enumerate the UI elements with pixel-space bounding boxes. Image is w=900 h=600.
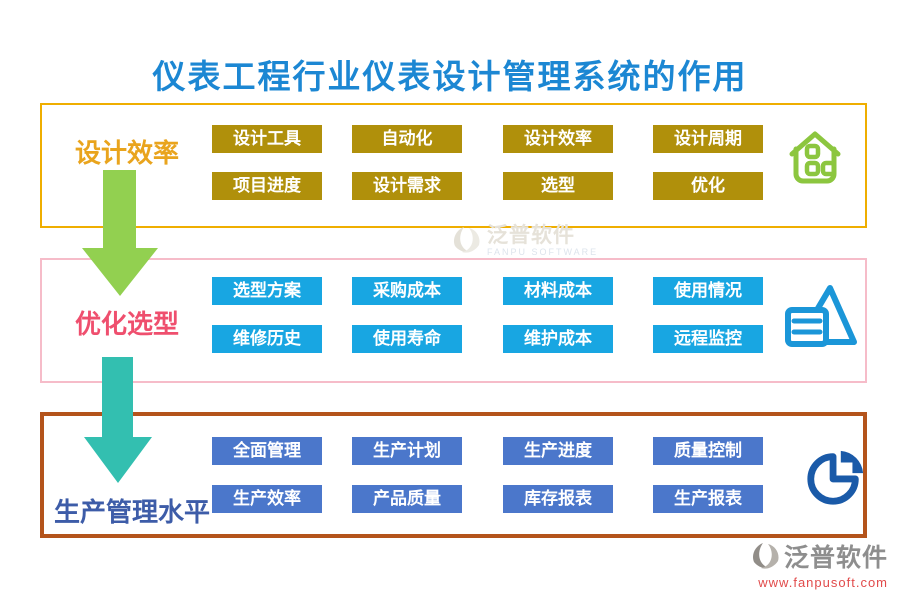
footer-url: www.fanpusoft.com (758, 575, 888, 590)
home-icon (789, 131, 841, 184)
tag-button: 远程监控 (653, 325, 763, 353)
section-design-efficiency: 设计效率 设计工具 自动化 设计效率 设计周期 项目进度 设计需求 选型 优化 (40, 103, 867, 228)
tag-button: 优化 (653, 172, 763, 200)
watermark-name: 泛普软件 (487, 224, 575, 247)
footer-logo: 泛普软件 www.fanpusoft.com (751, 538, 888, 590)
tag-button: 质量控制 (653, 437, 763, 465)
tag-button: 材料成本 (503, 277, 613, 305)
tag-button: 设计效率 (503, 125, 613, 153)
section-label: 优化选型 (75, 309, 180, 339)
section-label: 生产管理水平 (54, 497, 211, 527)
tag-button: 设计需求 (352, 172, 462, 200)
tag-button: 全面管理 (212, 437, 322, 465)
watermark-subtitle: FANPU SOFTWARE (487, 247, 599, 257)
tag-button: 维护成本 (503, 325, 613, 353)
tag-button: 自动化 (352, 125, 462, 153)
tag-button: 使用寿命 (352, 325, 462, 353)
tag-button: 选型方案 (212, 277, 322, 305)
section-label: 设计效率 (75, 138, 180, 168)
tag-button: 库存报表 (503, 485, 613, 513)
down-arrow-icon (84, 357, 152, 483)
page-title: 仪表工程行业仪表设计管理系统的作用 (152, 58, 748, 95)
section-production-management: 生产管理水平 全面管理 生产计划 生产进度 质量控制 生产效率 产品质量 库存报… (40, 412, 867, 538)
tag-button: 项目进度 (212, 172, 322, 200)
tag-button: 选型 (503, 172, 613, 200)
section-optimize-selection: 优化选型 选型方案 采购成本 材料成本 使用情况 维修历史 使用寿命 维护成本 … (40, 258, 867, 383)
tag-button: 生产效率 (212, 485, 322, 513)
tag-button: 采购成本 (352, 277, 462, 305)
down-arrow-icon (82, 170, 158, 296)
fanpu-logo-icon (752, 543, 779, 569)
footer-logo-row: 泛普软件 (751, 538, 888, 574)
watermark: 泛普软件 FANPU SOFTWARE (452, 225, 598, 257)
tag-button: 生产报表 (653, 485, 763, 513)
tag-button: 设计周期 (653, 125, 763, 153)
fanpu-logo-icon (454, 227, 480, 253)
pyramid-list-icon (785, 285, 857, 347)
tag-button: 维修历史 (212, 325, 322, 353)
tag-button: 产品质量 (352, 485, 462, 513)
tag-button: 设计工具 (212, 125, 322, 153)
footer-logo-name: 泛普软件 (783, 544, 888, 572)
tag-button: 生产进度 (503, 437, 613, 465)
pie-chart-icon (807, 450, 864, 505)
tag-button: 生产计划 (352, 437, 462, 465)
tag-button: 使用情况 (653, 277, 763, 305)
watermark-text: 泛普软件 FANPU SOFTWARE (487, 224, 599, 258)
